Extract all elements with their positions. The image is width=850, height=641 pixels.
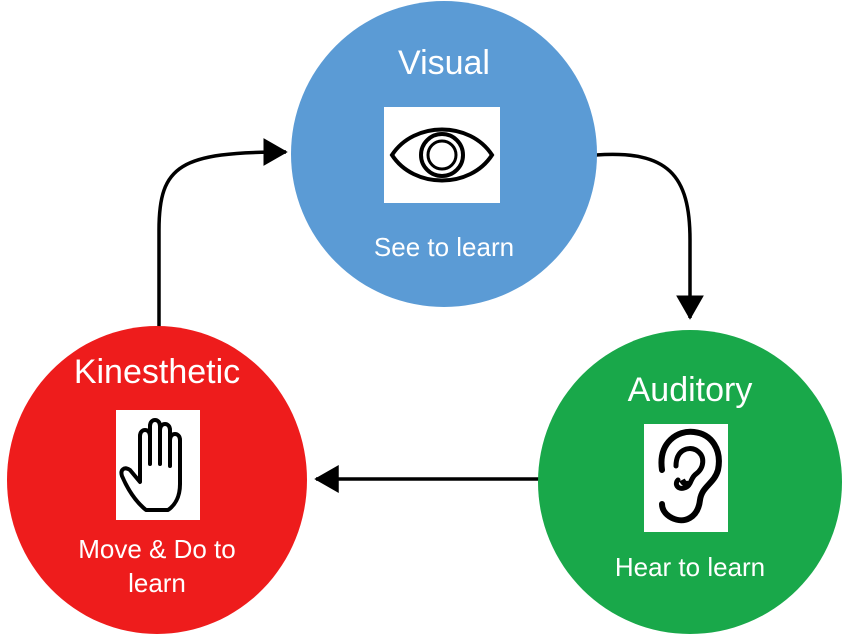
eye-icon: [384, 107, 500, 203]
visual-title: Visual: [398, 44, 490, 82]
auditory-node: Auditory Hear to learn: [538, 330, 842, 634]
auditory-caption: Hear to learn: [614, 552, 766, 582]
kinesthetic-title: Kinesthetic: [73, 353, 241, 391]
auditory-title: Auditory: [627, 371, 753, 409]
kinesthetic-node: Kinesthetic Move & Do to learn: [7, 326, 307, 634]
arrow-kinesthetic-to-visual: [157, 138, 288, 327]
kinesthetic-caption: Move & Do to learn: [7, 532, 307, 600]
kinesthetic-caption-line1: Move & Do to: [78, 534, 236, 564]
visual-node: Visual See to learn: [291, 1, 597, 307]
kinesthetic-caption-line2: learn: [128, 568, 186, 598]
visual-caption: See to learn: [373, 232, 515, 262]
ear-icon: [644, 424, 728, 532]
arrow-visual-to-auditory: [595, 152, 704, 320]
hand-icon: [116, 410, 200, 520]
